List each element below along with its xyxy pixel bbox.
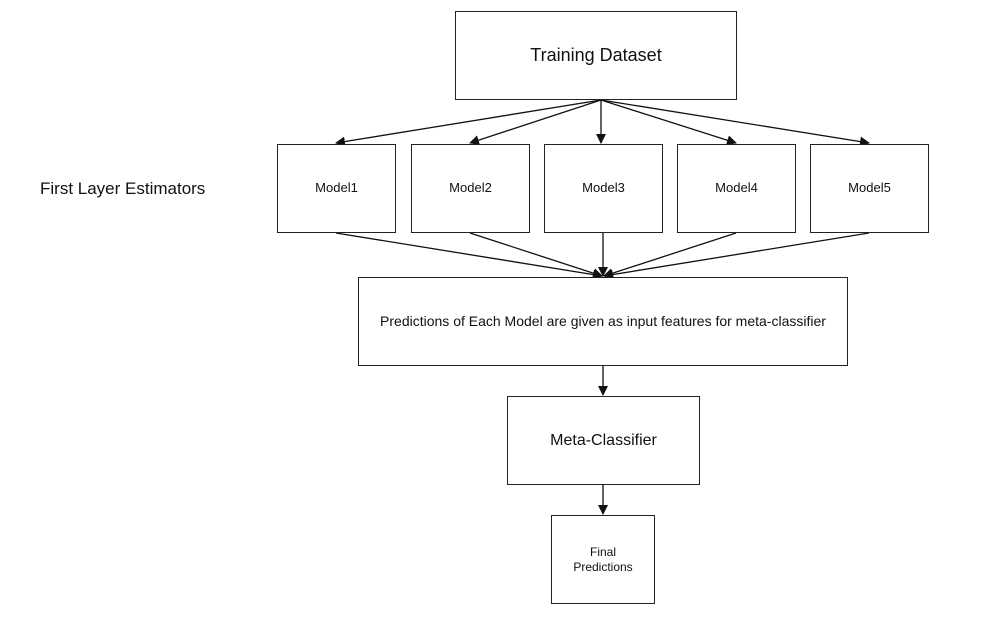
predictions-label: Predictions of Each Model are given as i… xyxy=(380,312,826,329)
model1-label: Model1 xyxy=(315,180,358,196)
edge-training-to-model1 xyxy=(335,99,602,147)
training-dataset-label: Training Dataset xyxy=(530,45,662,66)
model4-box: Model4 xyxy=(677,144,796,233)
edge-training-to-model2 xyxy=(469,99,602,145)
final-predictions-box: Final Predictions xyxy=(551,515,655,604)
meta-classifier-box: Meta-Classifier xyxy=(507,396,700,485)
model5-box: Model5 xyxy=(810,144,929,233)
final-predictions-label: Final Predictions xyxy=(573,544,633,574)
edge-model2-to-predictions xyxy=(469,232,603,278)
meta-classifier-label: Meta-Classifier xyxy=(550,431,657,449)
edge-training-to-model5 xyxy=(600,99,870,147)
model2-label: Model2 xyxy=(449,180,492,196)
model1-box: Model1 xyxy=(277,144,396,233)
model3-box: Model3 xyxy=(544,144,663,233)
predictions-box: Predictions of Each Model are given as i… xyxy=(358,277,848,366)
model4-label: Model4 xyxy=(715,180,758,196)
first-layer-label: First Layer Estimators xyxy=(40,179,206,198)
model5-label: Model5 xyxy=(848,180,891,196)
edge-model5-to-predictions xyxy=(603,232,870,280)
edge-model4-to-predictions xyxy=(603,232,737,278)
training-dataset-box: Training Dataset xyxy=(455,11,737,100)
model2-box: Model2 xyxy=(411,144,530,233)
edge-training-to-model4 xyxy=(600,99,737,146)
edge-model1-to-predictions xyxy=(335,232,603,280)
model3-label: Model3 xyxy=(582,180,625,196)
